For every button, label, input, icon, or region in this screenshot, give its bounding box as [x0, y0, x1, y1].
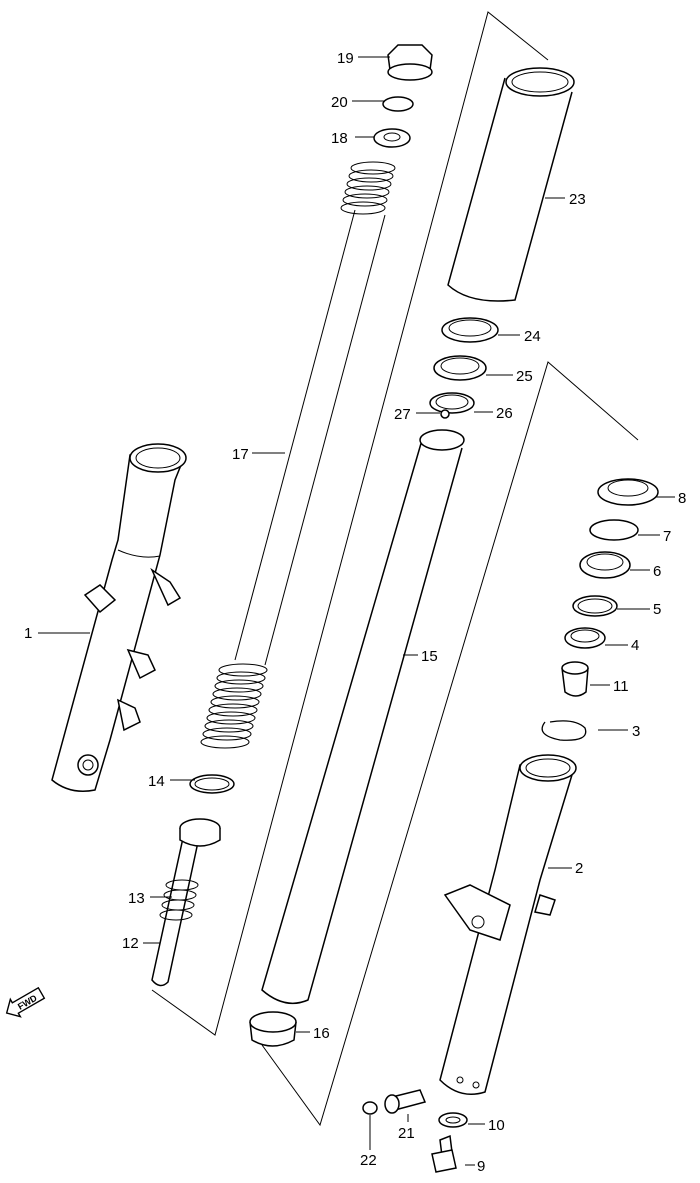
callout-25: 25 [516, 368, 533, 385]
fwd-arrow-icon: FWD [5, 986, 46, 1018]
callout-7: 7 [663, 528, 671, 545]
leader-lines [38, 56, 675, 1166]
callout-21: 21 [398, 1125, 415, 1142]
callout-27: 27 [394, 406, 411, 423]
callout-22: 22 [360, 1152, 377, 1169]
callout-26: 26 [496, 405, 513, 422]
bushing-16 [249, 1011, 297, 1047]
callout-6: 6 [653, 563, 661, 580]
oil-seal [579, 551, 631, 579]
callout-23: 23 [569, 191, 586, 208]
fork-spring [200, 161, 396, 749]
callout-1: 1 [24, 625, 32, 642]
fork-tube-upper [447, 67, 575, 302]
callout-8: 8 [678, 490, 686, 507]
bushing-25 [433, 355, 487, 381]
cap-bolt [387, 44, 433, 81]
callout-2: 2 [575, 860, 583, 877]
dust-seal [597, 478, 659, 506]
spacer-collar [373, 128, 411, 148]
stopper-ring-7 [589, 519, 639, 541]
assembly-outline-right [261, 361, 639, 1127]
callout-10: 10 [488, 1117, 505, 1134]
callout-16: 16 [313, 1025, 330, 1042]
drain-bolt-21 [384, 1089, 427, 1114]
callout-5: 5 [653, 601, 661, 618]
callout-18: 18 [331, 130, 348, 147]
callout-3: 3 [632, 723, 640, 740]
plug-22 [362, 1101, 378, 1115]
callout-19: 19 [337, 50, 354, 67]
callout-11: 11 [613, 678, 629, 695]
rebound-spring-13 [159, 879, 199, 921]
washer-5 [572, 595, 618, 617]
oil-lock-piece-11 [561, 661, 589, 697]
fork-tube-inner [261, 429, 465, 1005]
callout-13: 13 [128, 890, 145, 907]
callout-15: 15 [421, 648, 438, 665]
ring-26 [429, 392, 475, 414]
pin-27 [440, 409, 450, 419]
callout-17: 17 [232, 446, 249, 463]
outer-tube-left [51, 443, 187, 792]
bushing-24 [441, 317, 499, 343]
bolt-9 [431, 1134, 457, 1173]
callout-20: 20 [331, 94, 348, 111]
callout-labels: 1 2 3 4 5 6 7 8 9 10 11 12 13 14 15 16 1… [24, 50, 686, 1175]
callout-9: 9 [477, 1158, 485, 1175]
assembly-outline-left [151, 11, 549, 1036]
gasket-10 [438, 1112, 468, 1128]
outer-tube-right [439, 754, 577, 1095]
o-ring-14 [189, 774, 235, 794]
callout-4: 4 [631, 637, 639, 654]
circlip-3 [541, 720, 587, 741]
callout-12: 12 [122, 935, 139, 952]
o-ring-top [382, 96, 414, 112]
damper-rod-12 [151, 818, 221, 987]
guide-bushing-4 [564, 627, 606, 649]
callout-24: 24 [524, 328, 541, 345]
callout-14: 14 [148, 773, 165, 790]
